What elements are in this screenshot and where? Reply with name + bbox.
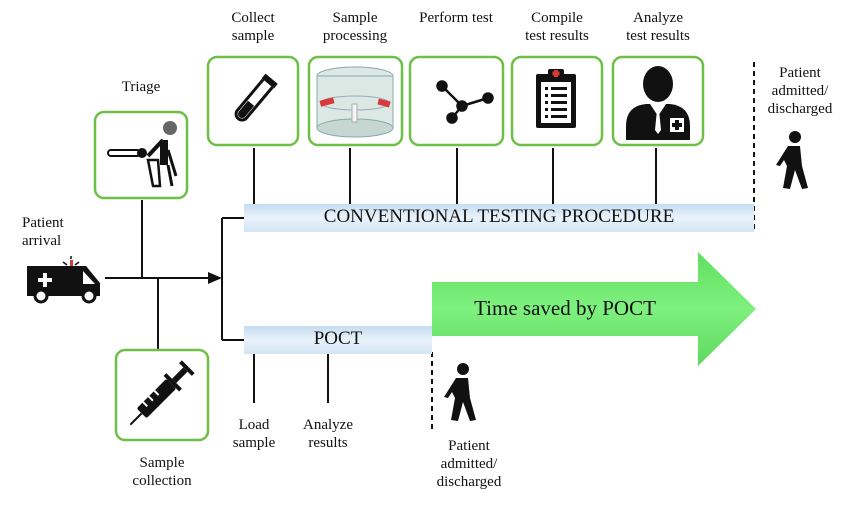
sample-collection-label: Sample collection <box>132 455 192 489</box>
collect-sample-label: Collect sample <box>231 10 275 44</box>
patient-admitted-bottom-label: Patient admitted/ discharged <box>436 438 502 490</box>
doctor-icon <box>626 66 690 140</box>
walking-person-icon <box>444 363 476 421</box>
clipboard-icon <box>536 69 576 128</box>
time-saved-arrow <box>432 252 756 366</box>
load-sample-label: Load sample <box>232 417 276 451</box>
triage-label: Triage <box>121 79 161 95</box>
connector-lines <box>105 148 657 403</box>
poct-bar-label: POCT <box>313 328 363 349</box>
triage-icon <box>107 121 178 188</box>
sample-processing-label: Sample processing <box>322 10 388 44</box>
patient-arrival-label: Patient arrival <box>22 215 64 249</box>
perform-test-label: Perform test <box>419 10 493 26</box>
patient-admitted-top-label: Patient admitted/ discharged <box>767 65 833 117</box>
syringe-icon <box>129 360 195 426</box>
centrifuge-icon <box>316 66 394 138</box>
conventional-bar <box>244 204 754 232</box>
step-boxes <box>93 55 705 442</box>
conventional-bar-label: CONVENTIONAL TESTING PROCEDURE <box>323 206 675 227</box>
ambulance-icon <box>27 256 100 304</box>
test-tube-icon <box>234 73 278 122</box>
network-icon <box>436 80 494 124</box>
walking-person-icon <box>776 131 808 189</box>
collect-sample-box <box>206 55 300 147</box>
analyze-results-label: Analyze test results <box>626 10 690 44</box>
analyze-results-poct-label: Analyze results <box>303 417 353 451</box>
compile-results-label: Compile test results <box>525 10 589 44</box>
time-saved-label: Time saved by POCT <box>474 296 656 320</box>
poct-bar <box>244 326 432 354</box>
